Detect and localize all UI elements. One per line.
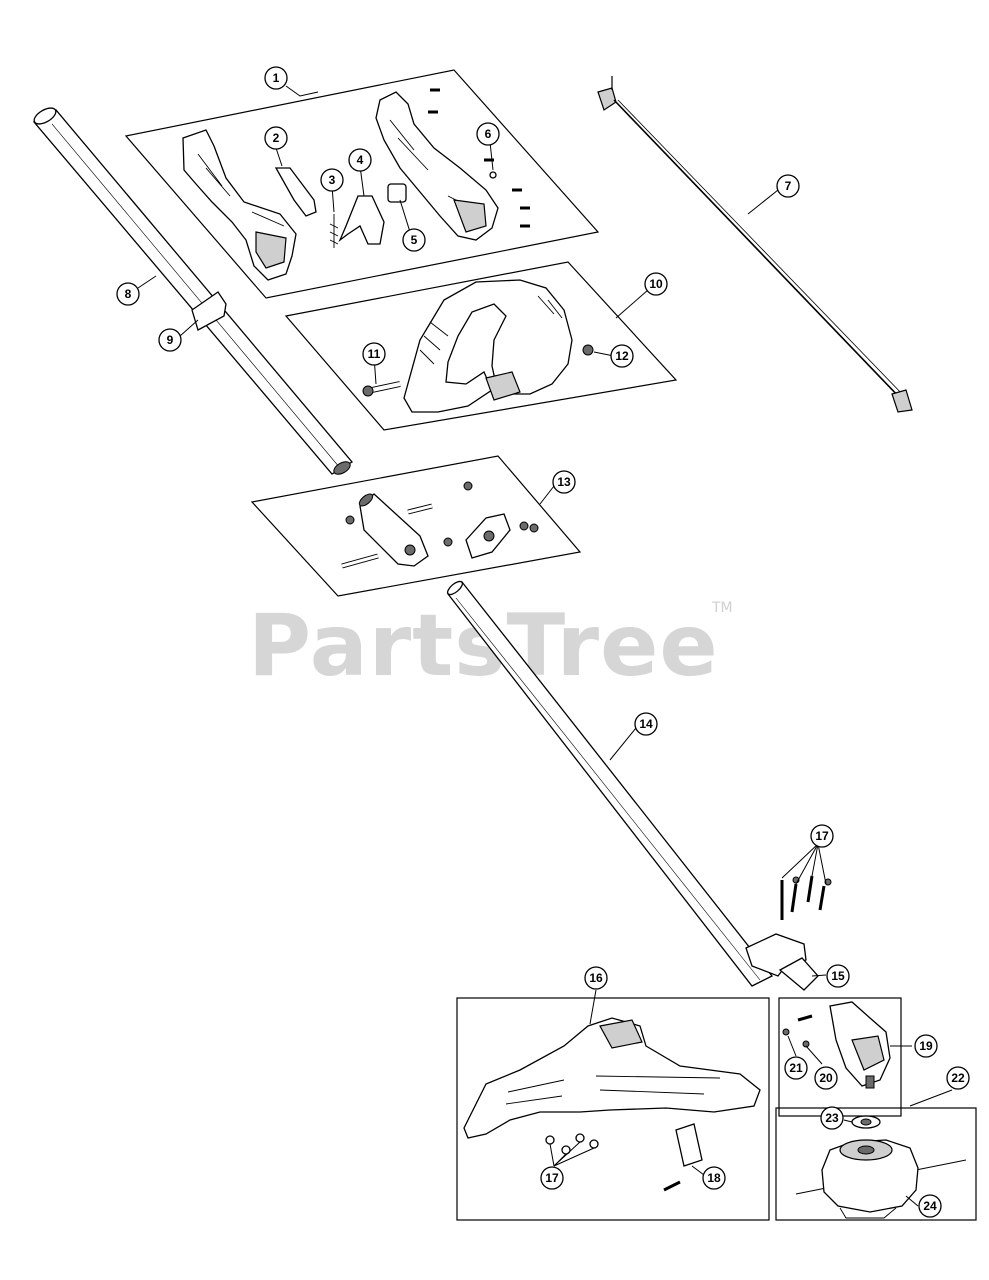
callout-10: 10 [644, 272, 668, 296]
housing-screws [428, 88, 530, 228]
svg-text:21: 21 [789, 1061, 803, 1075]
svg-text:5: 5 [411, 233, 418, 247]
callout-3: 3 [320, 168, 344, 192]
coupler-bolts [341, 481, 539, 569]
svg-text:12: 12 [615, 349, 629, 363]
svg-text:13: 13 [557, 475, 571, 489]
callout-7: 7 [776, 174, 800, 198]
bracket-screws [780, 875, 832, 920]
callout-19: 19 [914, 1034, 938, 1058]
panel-handle-housing [124, 69, 600, 299]
callout-17-top: 17 [810, 824, 834, 848]
spring [329, 214, 339, 248]
svg-text:24: 24 [923, 1199, 937, 1213]
gearhead-nut [782, 1028, 790, 1036]
callout-22: 22 [946, 1066, 970, 1090]
callout-13: 13 [552, 470, 576, 494]
svg-text:20: 20 [819, 1071, 833, 1085]
callout-21: 21 [784, 1056, 808, 1080]
shaft-clamp [191, 291, 227, 331]
callout-15: 15 [826, 964, 850, 988]
svg-text:22: 22 [951, 1071, 965, 1085]
shield-nuts [545, 1133, 599, 1155]
svg-text:16: 16 [589, 971, 603, 985]
callout-1: 1 [264, 66, 288, 90]
callout-18: 18 [702, 1166, 726, 1190]
trimmer-head [795, 1139, 967, 1219]
svg-text:14: 14 [639, 717, 653, 731]
svg-text:8: 8 [125, 287, 132, 301]
panel-main-handle [284, 261, 678, 431]
svg-text:11: 11 [368, 347, 381, 361]
spacer-washer [851, 1115, 881, 1129]
callout-5: 5 [402, 228, 426, 252]
handle-bolt [362, 381, 401, 397]
callout-17-bottom: 17 [540, 1166, 564, 1190]
callout-20: 20 [814, 1066, 838, 1090]
throttle-trigger [338, 195, 385, 245]
watermark-trademark: TM [711, 600, 733, 616]
line-cutter-blade [675, 1123, 703, 1167]
throttle-cable [597, 76, 913, 413]
panel-coupler [250, 455, 582, 597]
callout-6: 6 [476, 122, 500, 146]
upper-drive-shaft [32, 107, 353, 475]
callout-8: 8 [116, 282, 140, 306]
svg-text:10: 10 [649, 277, 663, 291]
svg-text:2: 2 [273, 131, 280, 145]
small-pin [489, 171, 497, 179]
leader-lines [137, 85, 953, 1207]
ignition-switch [387, 183, 407, 203]
blade-screw [663, 1180, 681, 1192]
svg-text:3: 3 [329, 173, 336, 187]
svg-text:23: 23 [825, 1111, 839, 1125]
callout-11: 11 [362, 342, 386, 366]
svg-text:7: 7 [785, 179, 792, 193]
debris-shield [463, 1017, 761, 1139]
callout-16: 16 [584, 966, 608, 990]
shield-bracket [745, 933, 819, 991]
callout-24: 24 [918, 1194, 942, 1218]
callout-23: 23 [820, 1106, 844, 1130]
callout-9: 9 [158, 328, 182, 352]
svg-text:1: 1 [273, 71, 280, 85]
panel-debris-shield [456, 997, 770, 1221]
svg-text:15: 15 [831, 969, 845, 983]
handle-nut [582, 344, 594, 356]
panel-trimmer-head [775, 1107, 977, 1221]
svg-text:17: 17 [815, 829, 829, 843]
svg-text:4: 4 [357, 153, 364, 167]
callout-12: 12 [610, 344, 634, 368]
callout-14: 14 [634, 712, 658, 736]
throttle-lockout-lever [274, 167, 317, 217]
callout-2: 2 [264, 126, 288, 150]
svg-text:17: 17 [545, 1171, 559, 1185]
svg-text:6: 6 [485, 127, 492, 141]
lower-drive-shaft [446, 580, 774, 987]
svg-text:18: 18 [707, 1171, 721, 1185]
shaft-coupler [358, 493, 429, 567]
svg-text:19: 19 [919, 1039, 933, 1053]
callout-4: 4 [348, 148, 372, 172]
svg-text:9: 9 [167, 333, 174, 347]
main-loop-handle [403, 279, 573, 413]
